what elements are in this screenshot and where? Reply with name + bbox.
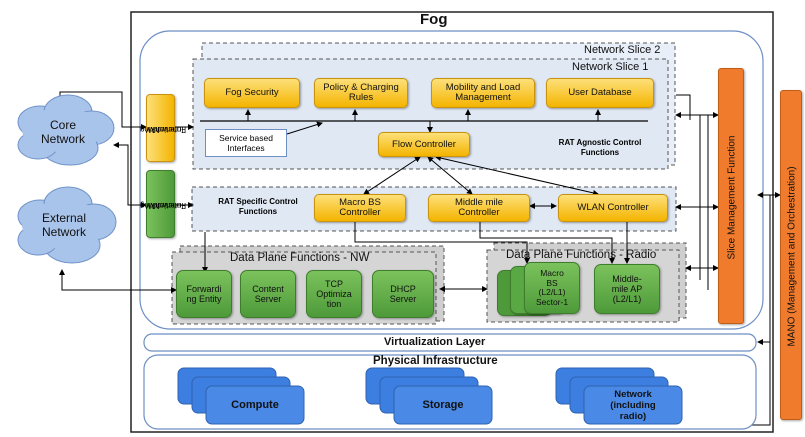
middle-mile-controller-label-2: Controller: [458, 207, 500, 218]
rat-agnostic-label: RAT Agnostic Control Functions: [540, 138, 660, 158]
middle-mile-ap-label-2: mile AP: [611, 284, 643, 294]
core-network-label: Core Network: [26, 112, 100, 152]
service-based-label-2: Interfaces: [227, 143, 265, 153]
mobility-load-box: Mobility and Load Management: [431, 78, 535, 108]
data-plane-nw-title: Data Plane Functions - NW: [230, 252, 370, 264]
nw-interworking-function-1: NW Interworking Function: [140, 94, 186, 162]
external-network-label-2: Network: [41, 225, 86, 239]
dhcp-server-label-2: Server: [389, 294, 417, 304]
compute-box: Compute: [206, 386, 304, 424]
wlan-controller-label: WLAN Controller: [577, 202, 649, 213]
macro-bs-box: Macro BS (L2/L1) Sector-1: [524, 262, 580, 314]
forwarding-entity-label-1: Forwardi: [186, 284, 222, 294]
content-server-label-1: Content: [252, 284, 284, 294]
data-plane-radio-title: Data Plane Functions - Radio: [506, 249, 657, 261]
slice-management-function-bar: Slice Management Function: [718, 68, 744, 324]
user-database-label: User Database: [568, 87, 632, 98]
virtualization-layer-label: Virtualization Layer: [384, 336, 486, 348]
mano-label: MANO (Management and Orchestration): [786, 165, 798, 347]
network-slice-2-label: Network Slice 2: [584, 44, 661, 56]
network-label-3: radio): [619, 410, 647, 422]
middle-mile-controller-label-1: Middle mile: [454, 197, 504, 208]
core-network-label-2: Network: [40, 132, 85, 146]
tcp-optimization-box: TCP Optimiza tion: [306, 270, 362, 318]
rat-specific-label: RAT Specific Control Functions: [208, 197, 308, 217]
mobility-load-label-2: Management: [455, 92, 511, 103]
content-server-box: Content Server: [240, 270, 296, 318]
macro-bs-label-1: Macro: [540, 268, 564, 278]
policy-charging-label-1: Policy & Charging: [323, 82, 399, 93]
tcp-optimization-label-2: Optimiza: [316, 289, 352, 299]
network-box: Network (including radio): [584, 384, 682, 426]
forwarding-entity-box: Forwardi ng Entity: [176, 270, 232, 318]
service-based-label-1: Service based: [219, 133, 273, 143]
fog-security-label: Fog Security: [225, 87, 279, 98]
nw-interworking-2-line-3: Function: [155, 200, 186, 210]
compute-label: Compute: [231, 399, 279, 411]
virtualization-layer-bar: [143, 333, 757, 352]
external-network-label: External Network: [24, 205, 104, 245]
nw-interworking-function-2: NW Interworking Function: [140, 170, 186, 238]
wlan-controller-box: WLAN Controller: [558, 194, 668, 222]
network-slice-1-label: Network Slice 1: [572, 61, 649, 73]
fog-title: Fog: [420, 11, 448, 28]
fog-security-box: Fog Security: [204, 78, 300, 108]
macro-bs-controller-box: Macro BS Controller: [314, 194, 406, 222]
network-label-2: (including: [610, 399, 656, 411]
rat-agnostic-label-1: RAT Agnostic Control: [558, 138, 642, 147]
mobility-load-label-1: Mobility and Load: [445, 82, 521, 93]
external-network-label-1: External: [41, 211, 87, 225]
tcp-optimization-label-1: TCP: [325, 279, 343, 289]
service-based-interfaces-box: Service based Interfaces: [205, 129, 287, 157]
policy-charging-label-2: Rules: [348, 92, 374, 103]
content-server-label-2: Server: [254, 294, 282, 304]
fog-outer-frame: [130, 11, 774, 433]
forwarding-entity-label-2: ng Entity: [186, 294, 222, 304]
macro-bs-label-2: BS: [546, 277, 558, 288]
tcp-optimization-label-3: tion: [326, 299, 342, 309]
rat-specific-label-2: Functions: [238, 207, 278, 216]
network-label-1: Network: [614, 388, 652, 400]
macro-bs-label-4: Sector-1: [535, 296, 569, 307]
rat-agnostic-label-2: Functions: [580, 148, 620, 157]
flow-controller-box: Flow Controller: [378, 132, 470, 157]
slice-management-label: Slice Management Function: [726, 135, 738, 259]
macro-bs-label-3: (L2/L1): [538, 287, 566, 297]
core-network-cloud: [17, 94, 115, 166]
middle-mile-controller-box: Middle mile Controller: [428, 194, 530, 222]
core-network-label-1: Core: [49, 118, 76, 132]
middle-mile-ap-label-1: Middle-: [612, 274, 642, 284]
macro-bs-controller-label-1: Macro BS: [339, 197, 381, 208]
storage-box: Storage: [394, 386, 492, 424]
storage-label: Storage: [422, 399, 464, 411]
macro-bs-controller-label-2: Controller: [339, 207, 381, 218]
dhcp-server-box: DHCP Server: [372, 270, 434, 318]
flow-controller-label: Flow Controller: [392, 138, 456, 150]
rat-specific-label-1: RAT Specific Control: [218, 197, 298, 206]
policy-charging-box: Policy & Charging Rules: [314, 78, 408, 108]
mano-bar: MANO (Management and Orchestration): [780, 90, 802, 420]
dhcp-server-label-1: DHCP: [390, 284, 416, 294]
nw-interworking-1-line-3: Function: [155, 124, 186, 134]
middle-mile-ap-label-3: (L2/L1): [612, 294, 642, 304]
user-database-box: User Database: [546, 78, 654, 108]
external-network-cloud: [17, 186, 117, 264]
middle-mile-ap-box: Middle- mile AP (L2/L1): [594, 264, 660, 314]
physical-infrastructure-label: Physical Infrastructure: [373, 355, 498, 367]
